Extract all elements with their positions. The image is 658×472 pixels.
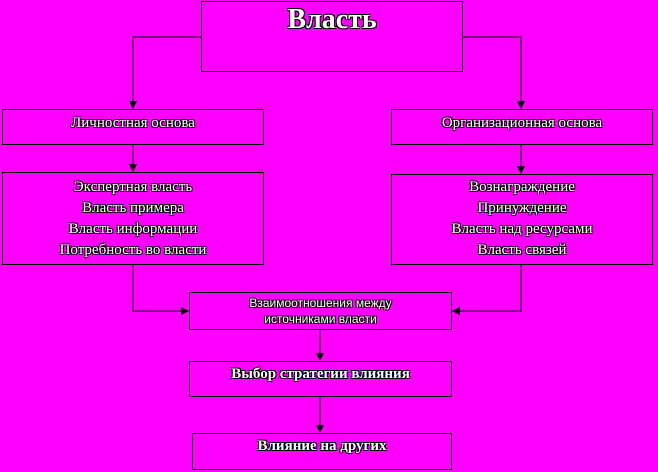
influence-label: Влияние на других xyxy=(257,438,387,454)
org-item-coercion: Принуждение xyxy=(477,200,567,216)
arrow-title-to-personal xyxy=(129,36,201,109)
personal-basis-box: Личностная основа xyxy=(2,109,264,145)
sources-relation-box: Взаимоотношения между источниками власти xyxy=(189,292,452,330)
power-title-box: Власть xyxy=(201,1,463,72)
arrow-personal-list-to-relation xyxy=(132,265,189,315)
personal-power-list: Экспертная власть Власть примера Власть … xyxy=(2,172,264,265)
personal-item-expert: Экспертная власть xyxy=(73,179,193,195)
org-item-reward: Вознаграждение xyxy=(469,179,575,195)
org-item-resources: Власть над ресурсами xyxy=(451,221,593,237)
organizational-basis-box: Организационная основа xyxy=(391,109,653,145)
relation-line-2: источниками власти xyxy=(264,312,377,326)
arrow-title-to-organizational xyxy=(463,36,525,109)
power-title: Власть xyxy=(287,4,377,35)
influence-box: Влияние на других xyxy=(192,433,452,470)
arrow-org-list-to-relation xyxy=(452,265,522,315)
relation-line-1: Взаимоотношения между xyxy=(249,296,392,310)
personal-item-need: Потребность во власти xyxy=(59,242,207,258)
personal-item-example: Власть примера xyxy=(82,200,184,216)
personal-basis-label: Личностная основа xyxy=(71,115,195,131)
organizational-basis-label: Организационная основа xyxy=(441,115,603,131)
org-item-connections: Власть связей xyxy=(477,242,567,258)
personal-item-information: Власть информации xyxy=(68,221,198,237)
strategy-label: Выбор стратегии влияния xyxy=(231,366,410,382)
organizational-power-list: Вознаграждение Принуждение Власть над ре… xyxy=(391,174,653,265)
strategy-choice-box: Выбор стратегии влияния xyxy=(189,361,452,397)
